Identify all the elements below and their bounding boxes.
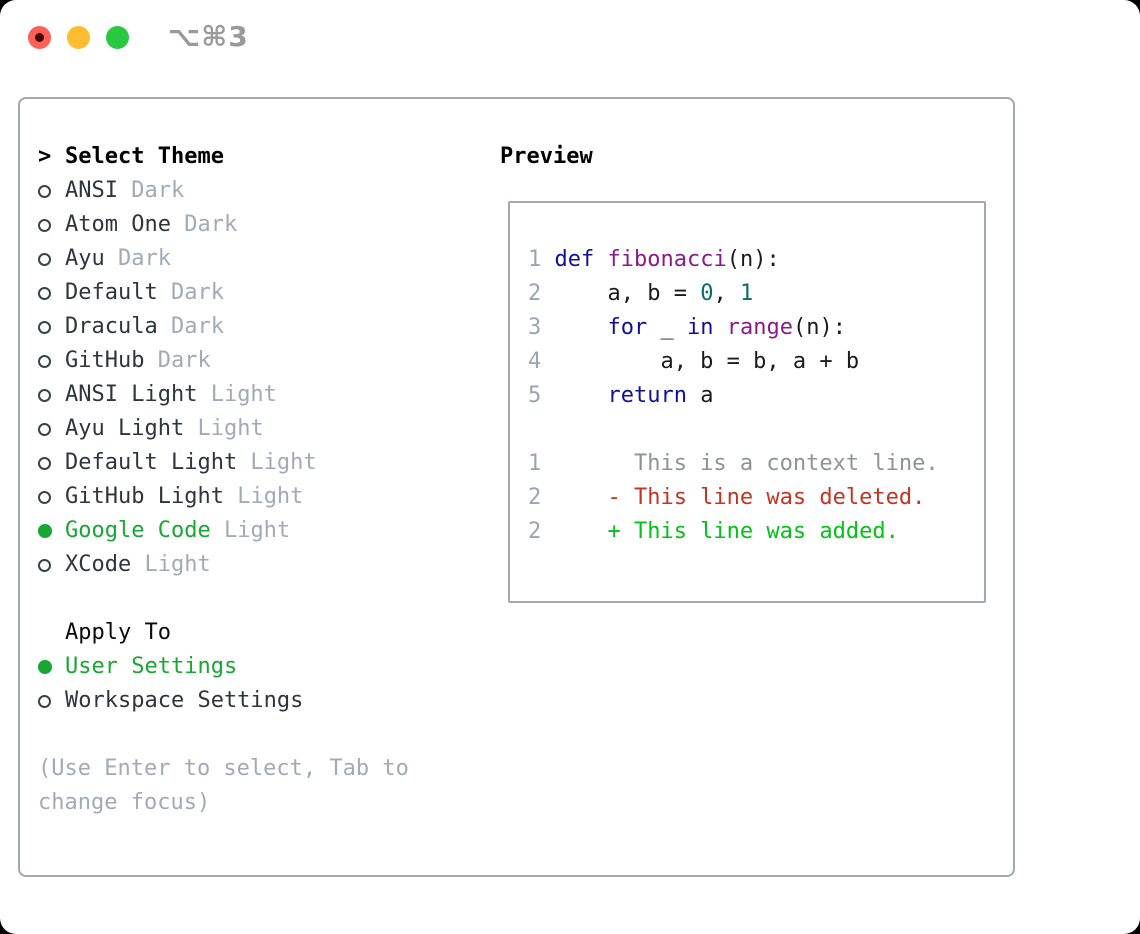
apply-option-user-settings[interactable]: User Settings (38, 650, 478, 684)
option-label: Dracula (65, 314, 158, 339)
option-label: Default (65, 280, 158, 305)
line-number: 2 (528, 485, 542, 510)
radio-icon (38, 558, 65, 572)
option-label: Ayu Light (65, 416, 185, 441)
theme-item-github[interactable]: GitHub Dark (38, 344, 478, 378)
option-label: GitHub (65, 348, 145, 373)
spacer (38, 582, 478, 616)
line-number: 4 (528, 349, 542, 374)
option-variant-label: Light (223, 484, 304, 509)
option-label: User Settings (65, 654, 238, 679)
option-variant-label: Dark (157, 314, 224, 339)
radio-selected-icon (38, 660, 65, 674)
line-number: 1 (528, 451, 542, 476)
option-variant-label: Light (237, 450, 317, 475)
close-button[interactable] (28, 26, 51, 49)
option-variant-label: Light (131, 552, 211, 577)
theme-item-github-light[interactable]: GitHub Light Light (38, 480, 478, 514)
line-number: 2 (528, 281, 542, 306)
theme-item-dracula[interactable]: Dracula Dark (38, 310, 478, 344)
help-text: (Use Enter to select, Tab to change focu… (38, 756, 409, 815)
code-line: 5 return a (528, 379, 939, 413)
code-line (528, 413, 939, 447)
radio-icon (38, 694, 65, 708)
option-label: ANSI Light (65, 382, 198, 407)
apply-to-title: Apply To (65, 620, 171, 645)
theme-item-xcode[interactable]: XCode Light (38, 548, 478, 582)
theme-item-default-light[interactable]: Default Light Light (38, 446, 478, 480)
theme-picker-header: > Select Theme (38, 140, 478, 174)
prompt-caret-icon: > (38, 144, 52, 169)
option-label: ANSI (65, 178, 118, 203)
minimize-button[interactable] (67, 26, 90, 49)
option-variant-label: Light (197, 382, 277, 407)
option-label: Workspace Settings (65, 688, 304, 713)
option-variant-label: Dark (117, 178, 185, 203)
radio-icon (38, 422, 65, 436)
code-line: 2 + This line was added. (528, 515, 939, 549)
zoom-button[interactable] (106, 26, 129, 49)
theme-item-default[interactable]: Default Dark (38, 276, 478, 310)
window-title: ⌥⌘3 (168, 20, 249, 53)
radio-icon (38, 388, 65, 402)
theme-item-ayu[interactable]: Ayu Dark (38, 242, 478, 276)
option-variant-label: Dark (157, 280, 224, 305)
code-line: 1 This is a context line. (528, 447, 939, 481)
option-label: GitHub Light (65, 484, 224, 509)
apply-option-workspace-settings[interactable]: Workspace Settings (38, 684, 478, 718)
line-number: 1 (528, 247, 542, 272)
code-line: 2 - This line was deleted. (528, 481, 939, 515)
line-number: 3 (528, 315, 542, 340)
theme-item-google-code[interactable]: Google Code Light (38, 514, 478, 548)
option-variant-label: Dark (144, 348, 211, 373)
theme-item-ayu-light[interactable]: Ayu Light Light (38, 412, 478, 446)
apply-to-header: Apply To (38, 616, 478, 650)
close-button-dot-icon (35, 33, 44, 42)
theme-item-ansi[interactable]: ANSI Dark (38, 174, 478, 208)
radio-icon (38, 252, 65, 266)
line-number: 2 (528, 519, 542, 544)
radio-icon (38, 456, 65, 470)
option-variant-label: Dark (104, 246, 171, 271)
theme-item-atom-one[interactable]: Atom One Dark (38, 208, 478, 242)
radio-icon (38, 218, 65, 232)
code-line: 3 for _ in range(n): (528, 311, 939, 345)
radio-icon (38, 184, 65, 198)
radio-icon (38, 490, 65, 504)
option-variant-label: Dark (170, 212, 238, 237)
preview-header: Preview (500, 144, 593, 169)
option-label: Atom One (65, 212, 171, 237)
titlebar: ⌥⌘3 (0, 0, 1140, 72)
radio-selected-icon (38, 524, 65, 538)
radio-icon (38, 286, 65, 300)
option-label: Default Light (65, 450, 238, 475)
radio-icon (38, 320, 65, 334)
code-line: 2 a, b = 0, 1 (528, 277, 939, 311)
option-label: Ayu (65, 246, 105, 271)
option-label: Google Code (65, 518, 211, 543)
theme-picker-title: Select Theme (65, 144, 224, 169)
theme-item-ansi-light[interactable]: ANSI Light Light (38, 378, 478, 412)
spacer (38, 718, 478, 752)
line-number: 5 (528, 383, 542, 408)
option-label: XCode (65, 552, 132, 577)
option-variant-label: Light (184, 416, 264, 441)
code-line: 4 a, b = b, a + b (528, 345, 939, 379)
radio-icon (38, 354, 65, 368)
option-variant-label: Light (210, 518, 291, 543)
